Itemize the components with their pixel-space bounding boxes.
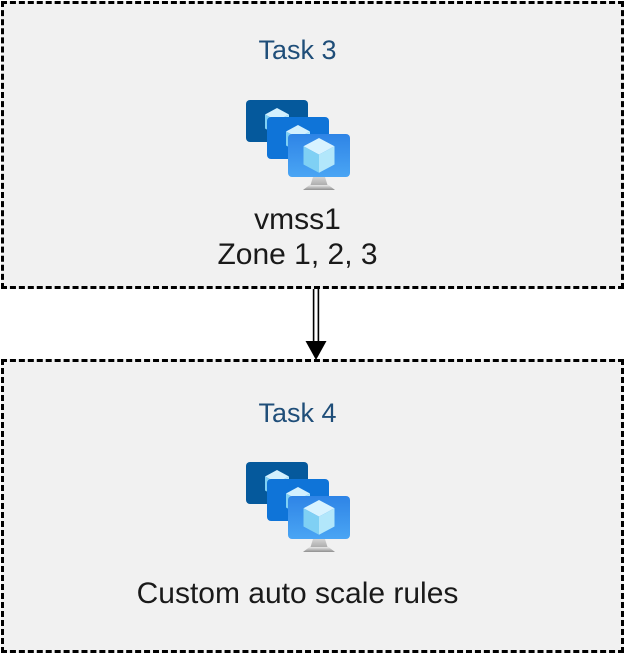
- task4-content: Task 4: [0, 362, 606, 650]
- task3-box: Task 3: [1, 1, 624, 289]
- flow-arrow-down-icon: [305, 289, 327, 360]
- zones-label: Zone 1, 2, 3: [217, 238, 378, 271]
- task4-title: Task 4: [258, 398, 337, 428]
- vm-scale-set-icon: [245, 462, 350, 552]
- vm-scale-set-icon: [245, 100, 350, 190]
- task3-content: Task 3: [0, 4, 606, 286]
- vmss-name-label: vmss1: [254, 203, 341, 236]
- task3-caption: vmss1 Zone 1, 2, 3: [217, 202, 377, 272]
- task4-caption: Custom auto scale rules: [137, 574, 459, 614]
- task4-box: Task 4: [1, 359, 624, 653]
- task3-title: Task 3: [258, 35, 337, 65]
- autoscale-rules-label: Custom auto scale rules: [136, 577, 459, 610]
